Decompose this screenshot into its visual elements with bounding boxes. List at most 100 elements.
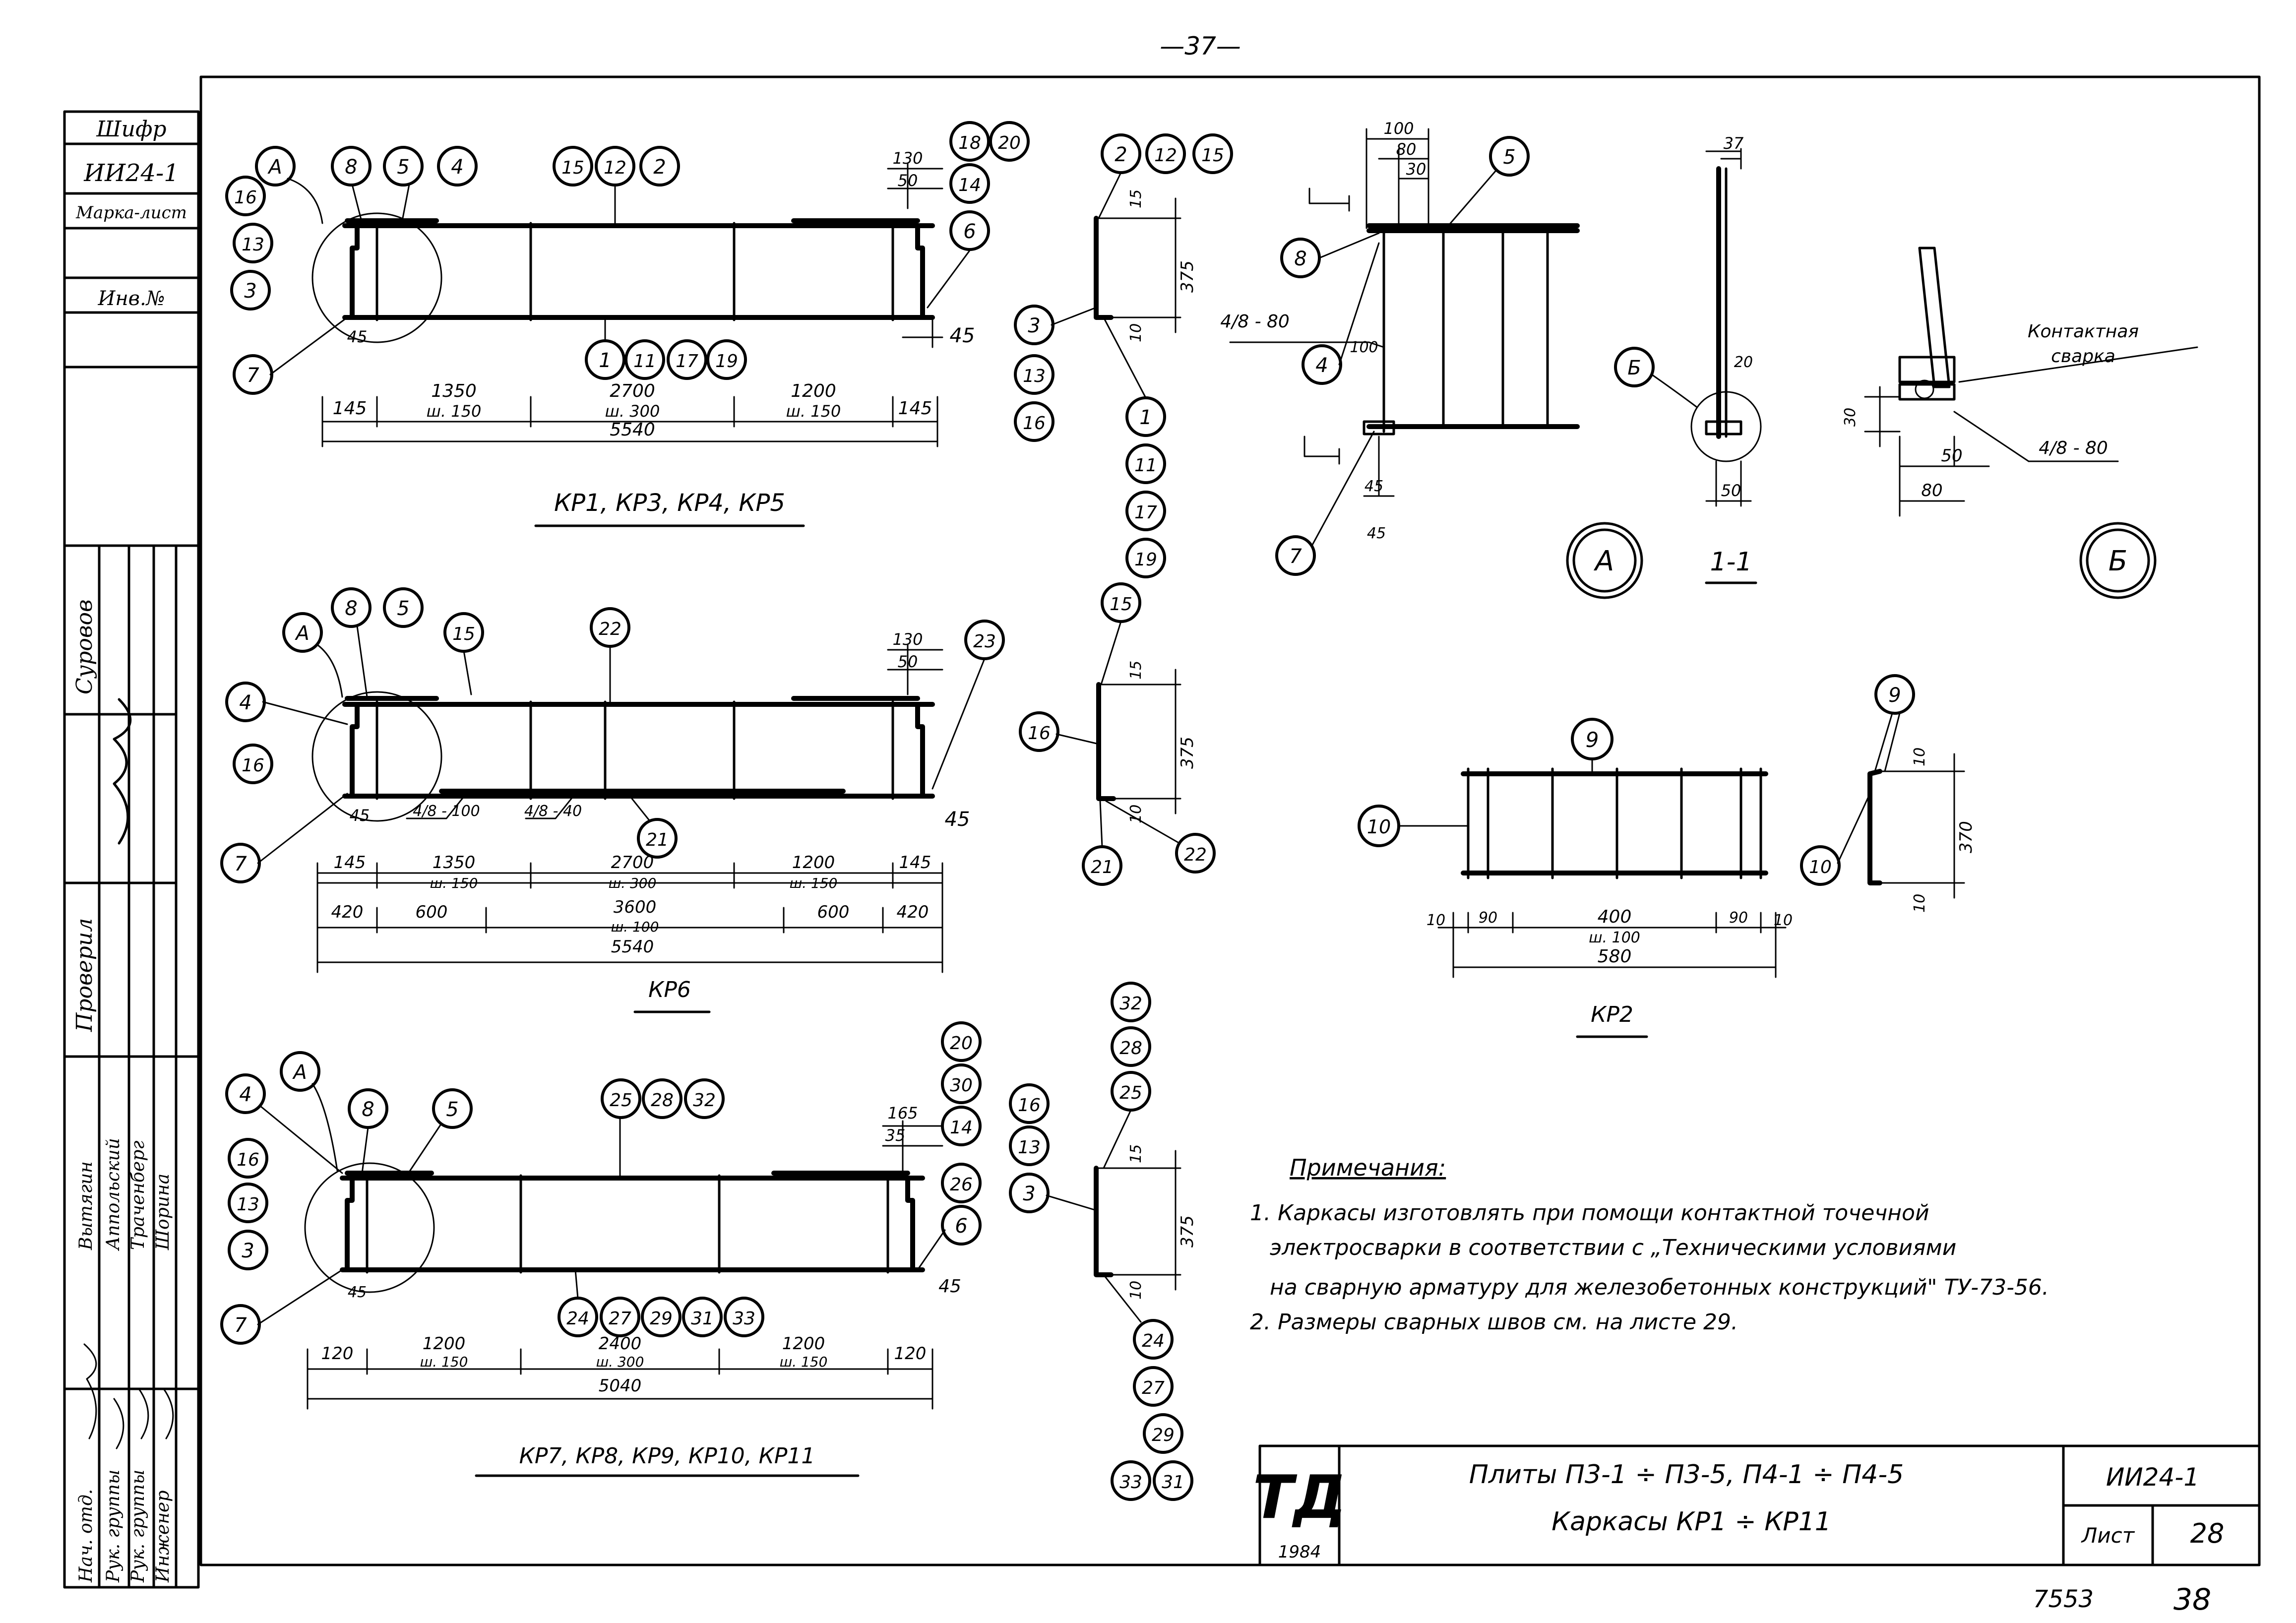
detail-a-dim-45b: 45 [1367,525,1386,542]
kr6-bubble-22: 22 [599,619,621,639]
sec11-dim-50: 50 [1721,481,1741,500]
detail-a-bubble-5: 5 [1503,146,1515,169]
name-1: Вытягин [76,1161,96,1250]
inv-label: Инв.№ [97,287,165,310]
bubble-17: 17 [676,351,698,372]
detail-a-dim-30: 30 [1406,160,1427,179]
notes-heading: Примечания: [1290,1154,1446,1181]
sec1-dim-10: 10 [1127,323,1145,342]
sec7-bubble-28: 28 [1119,1038,1142,1059]
kr6-dim-1350: 1350 [433,853,476,873]
role-4: Инженер [153,1491,173,1583]
sec6-bubble-22: 22 [1184,845,1207,865]
kr6-dim-420a: 420 [331,902,364,922]
main-frame [199,75,2261,1566]
kr1-dim-2700: 2700 [610,381,655,401]
sec2-dim-10b: 10 [1911,894,1928,913]
kr7-bubble-25: 25 [610,1090,632,1111]
sec11-dim-20: 20 [1734,354,1753,371]
kr6-elevation [311,644,943,973]
kr1-dim-145b: 145 [898,398,932,419]
mark-sheet-label: Марка-лист [75,203,187,223]
kr2-bubble-10: 10 [1367,816,1391,838]
kr7-bubble-7: 7 [234,1314,247,1337]
kr6-bubble-15: 15 [452,624,475,644]
sec2-dim-370: 370 [1956,821,1976,853]
kr1-dim-1200: 1200 [791,381,836,401]
title-line-1: Плиты П3-1 ÷ П3-5, П4-1 ÷ П4-5 [1469,1460,1904,1490]
checked-name: Суровов [72,599,97,694]
role-3: Рук. группы [128,1470,148,1583]
kr6-bubble-7: 7 [234,853,247,875]
kr7-dim-165: 165 [887,1104,918,1123]
kr6-dim-step2: ш. 300 [609,875,657,891]
sec1-bubble-12: 12 [1154,145,1177,166]
kr7-bubble-32: 32 [693,1090,716,1111]
kr1-dim-step1: ш. 150 [427,402,482,421]
kr6-bubble-8: 8 [345,597,357,620]
bubble-7: 7 [247,364,259,387]
sec2-dim-10a: 10 [1911,748,1928,766]
sec6-bubble-15: 15 [1110,594,1132,615]
kr7-bubble-16: 16 [237,1150,259,1170]
kr2-dim-10b: 10 [1774,912,1793,929]
kr7-dim-step3: ш. 150 [780,1354,828,1370]
sec1-dim-375: 375 [1178,260,1197,293]
kr7-bubbles: 4 А 8 5 25 28 32 20 30 14 26 6 16 13 3 7… [220,1021,982,1345]
sec1-bubble-13: 13 [1023,366,1046,386]
kr2-elevation: 9 10 10 90 400 ш. 100 90 10 580 КР2 [1358,718,1793,1038]
bubble-12: 12 [604,158,626,178]
sec7-dim-10: 10 [1127,1281,1145,1300]
sheet-label: Лист [2081,1523,2135,1548]
bubble-1: 1 [599,349,611,372]
kr7-bubble-31: 31 [691,1309,714,1329]
sec2-bubble-9: 9 [1888,684,1901,707]
sheet-value: 28 [2190,1518,2225,1549]
detail-a-dim-100b: 100 [1350,339,1378,356]
sec7-bubble-16: 16 [1018,1095,1041,1116]
kr7-bubble-28: 28 [651,1090,674,1111]
kr7-bubble-20: 20 [950,1033,973,1054]
detail-b-dim-30: 30 [1842,408,1859,427]
kr7-bubble-8: 8 [362,1098,374,1121]
detail-a: 5 8 4 7 100 80 30 100 45 45 4/8 - 80 А [1220,119,1643,599]
kr7-bubble-5: 5 [446,1098,458,1121]
sec7-bubble-27: 27 [1142,1378,1165,1398]
kr2-dim-90a: 90 [1479,909,1497,927]
kr6-dim-total: 5540 [611,937,654,957]
kr2-section: 9 10 10 370 10 [1800,674,1976,913]
kr7-caption: КР7, КР8, КР9, КР10, КР11 [519,1443,815,1469]
notes-line-3: на сварную арматуру для железобетонных к… [1270,1275,2049,1300]
kr7-bubble-24: 24 [566,1309,589,1329]
kr6-bubble-a: А [294,622,309,645]
bubble-a: А [267,156,282,179]
kr7-dim-45r: 45 [938,1276,961,1297]
sec6-bubble-16: 16 [1028,723,1051,744]
notes-line-1: 1. Каркасы изготовлять при помощи контак… [1250,1200,1929,1226]
kr1-section: 2 12 15 3 13 16 1 11 17 19 15 375 10 [1014,133,1233,578]
kr7-bubble-29: 29 [650,1309,673,1329]
kr6-dim-50: 50 [898,652,918,671]
bubble-14: 14 [958,175,981,195]
bubble-11: 11 [633,351,656,372]
sec1-dim-15: 15 [1127,189,1145,208]
bubble-5: 5 [397,156,409,179]
detail-b-dim-50: 50 [1941,446,1962,466]
notes-line-4: 2. Размеры сварных швов см. на листе 29. [1250,1310,1738,1335]
kr7-dim-1200a: 1200 [423,1334,466,1354]
sec1-bubble-2: 2 [1115,143,1127,166]
kr6-dim-3600: 3600 [614,897,657,917]
sec6-dim-15: 15 [1127,661,1145,680]
sec7-bubble-29: 29 [1152,1425,1175,1445]
sec7-bubble-3: 3 [1023,1183,1035,1205]
section-1-1: Б 37 20 50 1-1 [1614,134,1762,584]
kr6-bubble-5: 5 [397,597,409,620]
kr6-dim-145b: 145 [899,853,931,873]
name-2: Аппольский [103,1138,124,1251]
cipher-label: Шифр [96,117,166,142]
title-block: ТД 1984 Плиты П3-1 ÷ П3-5, П4-1 ÷ П4-5 К… [1253,1444,2261,1566]
kr1-dim-total: 5540 [610,420,655,440]
title-line-2: Каркасы КР1 ÷ КР11 [1551,1507,1831,1537]
kr7-bubble-3: 3 [242,1240,254,1262]
